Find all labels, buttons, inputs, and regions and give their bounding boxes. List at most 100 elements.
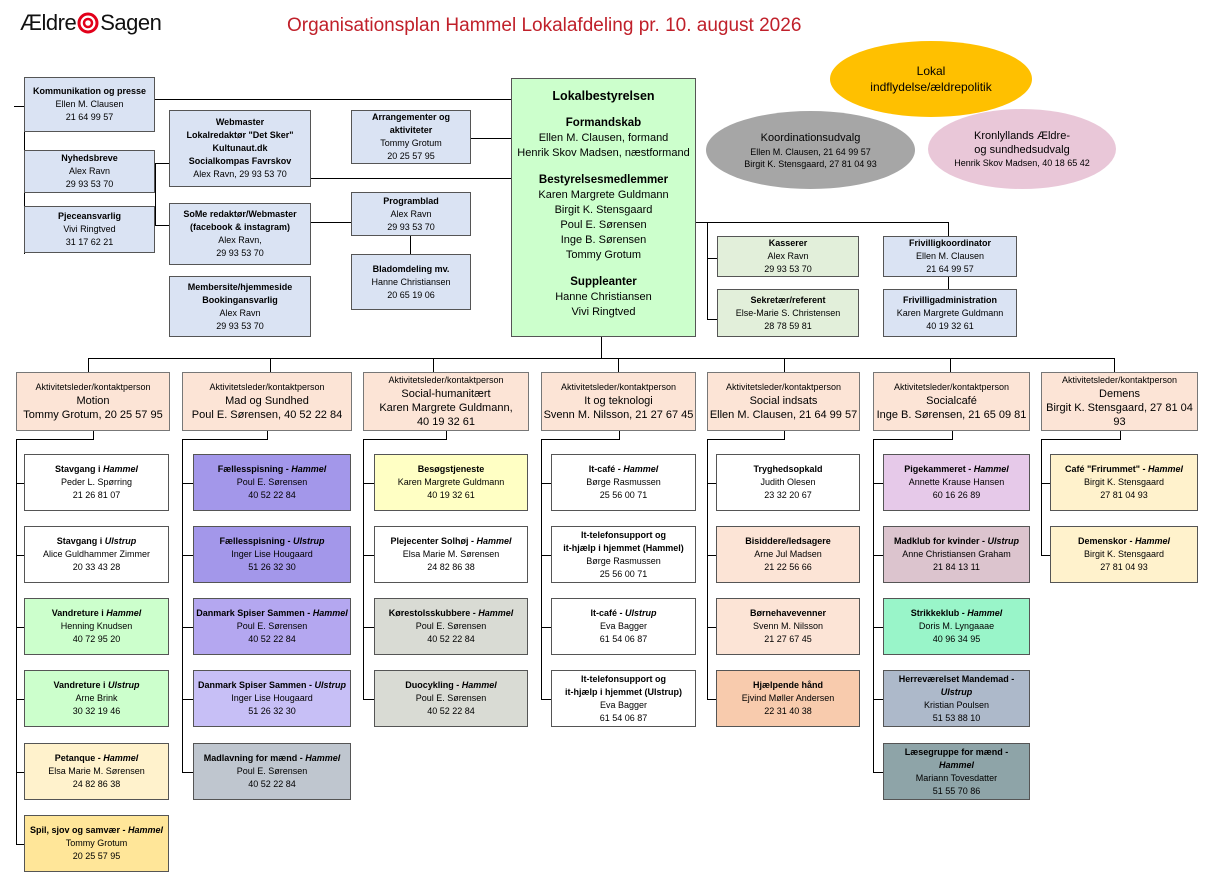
activity-title: Hjælpende hånd xyxy=(719,679,857,692)
connector xyxy=(363,627,374,628)
connector xyxy=(541,627,551,628)
activity-title: Madlavning for mænd - Hammel xyxy=(196,752,348,765)
activity-person: Inger Lise Hougaard xyxy=(231,549,313,559)
activity-phone: 40 19 32 61 xyxy=(427,490,475,500)
activity-title: Strikkeklub - Hammel xyxy=(886,607,1027,620)
activity-title: Kørestolsskubbere - Hammel xyxy=(377,607,525,620)
connector xyxy=(93,431,94,439)
activity-name: Besøgstjeneste xyxy=(417,464,485,474)
activity-phone: 60 16 26 89 xyxy=(932,490,981,500)
box-title: Bookingansvarlig xyxy=(202,294,278,305)
box-title: Arrangementer og xyxy=(371,112,451,122)
activity-name: Fællesspisning - xyxy=(217,464,292,474)
box-phone: 40 19 32 61 xyxy=(926,320,974,331)
connector xyxy=(155,225,169,226)
activity-title: Bisiddere/ledsagere xyxy=(719,535,857,548)
box-title: Frivilligkoordinator xyxy=(908,238,991,248)
box-title: Sekretær/referent xyxy=(750,294,826,305)
leader-role: Aktivitetsleder/kontaktperson xyxy=(725,382,842,392)
box-person: Alex Ravn, xyxy=(218,235,262,245)
connector xyxy=(1120,431,1121,439)
activity-place: Ulstrup xyxy=(987,536,1020,546)
connector xyxy=(155,163,156,225)
activity-person: Kristian Poulsen xyxy=(923,699,990,710)
board-alternate: Vivi Ringtved xyxy=(571,306,636,318)
connector xyxy=(541,483,551,484)
box-title: Webmaster xyxy=(215,117,265,127)
kommunikation-box: Kommunikation og presse Ellen M. Clausen… xyxy=(24,77,155,132)
activity-name: Café "Frirummet" - xyxy=(1064,464,1149,474)
activity-title: Tryghedsopkald xyxy=(719,463,857,476)
activity-title: Danmark Spiser Sammen - Ulstrup xyxy=(196,679,348,692)
activity-name: Vandreture i xyxy=(53,680,109,690)
box-person: Alex Ravn xyxy=(68,166,111,176)
activity-title: Duocykling - Hammel xyxy=(377,679,525,692)
activity-person: Judith Olesen xyxy=(760,477,816,487)
activity-phone: 21 84 13 11 xyxy=(933,562,980,572)
connector xyxy=(16,439,94,440)
activity-name: Bisiddere/ledsagere xyxy=(745,536,831,546)
connector xyxy=(619,431,620,439)
box-title: Kasserer xyxy=(768,238,808,248)
activity-name: It-telefonsupport og xyxy=(581,529,666,540)
activity-person: Birgit K. Stensgaard xyxy=(1083,477,1165,487)
connector xyxy=(873,627,883,628)
connector xyxy=(16,555,24,556)
box-title: aktiviteter xyxy=(389,125,433,135)
activity-name: It-café - xyxy=(588,464,624,474)
activity-name: Danmark Spiser Sammen - xyxy=(196,608,313,618)
pjeceansvarlig-box: Pjeceansvarlig Vivi Ringtved 31 17 62 21 xyxy=(24,206,155,253)
activity-title: Børnehavevenner xyxy=(719,607,857,620)
activity-place: Hammel xyxy=(476,536,512,546)
box-phone: 29 93 53 70 xyxy=(764,264,812,274)
activity-phone: 21 27 67 45 xyxy=(764,634,812,644)
activity-phone: 40 52 22 84 xyxy=(248,634,296,644)
activity-phone: 30 32 19 46 xyxy=(72,706,121,716)
box-person: Vivi Ringtved xyxy=(63,224,116,234)
connector xyxy=(410,236,411,254)
board-vice-chair: Henrik Skov Madsen, næstformand xyxy=(517,147,690,159)
connector xyxy=(1041,555,1050,556)
activity-title: Pigekammeret - Hammel xyxy=(886,463,1027,476)
activity-title: Demenskor - Hammel xyxy=(1053,535,1195,548)
webmaster-box: Webmaster Lokalredaktør "Det Sker" Kultu… xyxy=(169,110,311,187)
activity-person: Poul E. Sørensen xyxy=(236,621,308,631)
connector xyxy=(363,555,374,556)
connector xyxy=(311,178,511,179)
board-title: Lokalbestyrelsen xyxy=(552,89,655,103)
connector xyxy=(16,699,24,700)
activity-name: Vandreture i xyxy=(51,608,107,618)
activity-person: Henning Knudsen xyxy=(60,621,133,631)
activity-title: Danmark Spiser Sammen - Hammel xyxy=(196,607,348,620)
some-redaktor-box: SoMe redaktør/Webmaster (facebook & inst… xyxy=(169,203,311,265)
connector xyxy=(952,431,953,439)
board-chair: Ellen M. Clausen, formand xyxy=(538,132,669,144)
connector xyxy=(1041,483,1050,484)
box-title: Pjeceansvarlig xyxy=(57,211,122,221)
activity-name: Tryghedsopkald xyxy=(753,464,823,474)
activity-person: Poul E. Sørensen xyxy=(236,477,308,487)
connector xyxy=(873,483,883,484)
activity-person: Børge Rasmussen xyxy=(586,555,661,566)
leader-role: Aktivitetsleder/kontaktperson xyxy=(893,382,1010,392)
activity-place: Ulstrup xyxy=(940,686,973,697)
activity-title: It-café - Ulstrup xyxy=(554,607,693,620)
connector xyxy=(696,222,948,223)
connector xyxy=(1041,439,1042,555)
activity-title: Herreværelset Mandemad - Ulstrup xyxy=(886,673,1027,699)
activity-name: Stavgang i xyxy=(56,536,105,546)
box-phone: 20 25 57 95 xyxy=(387,151,435,161)
connector xyxy=(873,555,883,556)
leader-person: Karen Margrete Guldmann, xyxy=(379,402,513,414)
connector xyxy=(446,431,447,439)
